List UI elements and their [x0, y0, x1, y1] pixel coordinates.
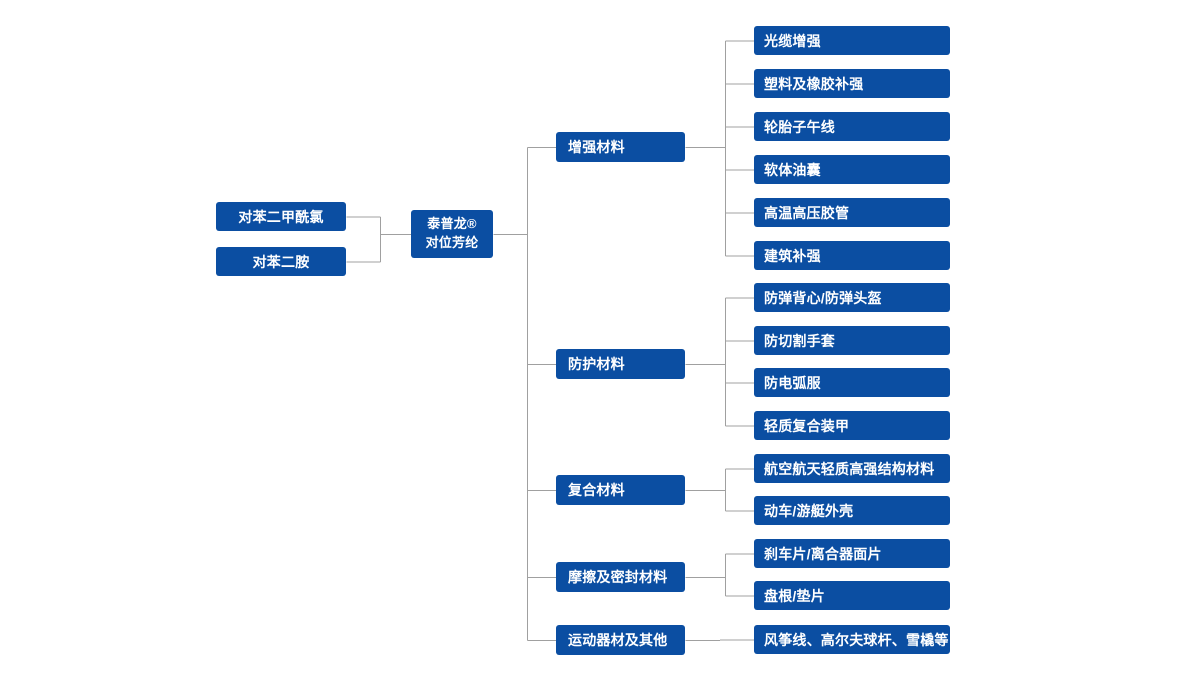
leaf-node-1-6[interactable]: 建筑补强: [754, 241, 950, 270]
leaf-node-4-1[interactable]: 刹车片/离合器面片: [754, 539, 950, 568]
leaf-node-2-4[interactable]: 轻质复合装甲: [754, 411, 950, 440]
leaf-node-2-3-label: 防电弧服: [764, 374, 821, 391]
leaf-node-3-1[interactable]: 航空航天轻质高强结构材料: [754, 454, 950, 483]
leaf-node-5-1[interactable]: 风筝线、高尔夫球杆、雪橇等: [754, 625, 950, 654]
leaf-node-1-2-label: 塑料及橡胶补强: [764, 75, 864, 92]
category-node-1-label: 增强材料: [568, 139, 625, 155]
category-node-4-label: 摩擦及密封材料: [568, 569, 668, 585]
category-node-3[interactable]: 复合材料: [556, 475, 685, 505]
leaf-node-1-2[interactable]: 塑料及橡胶补强: [754, 69, 950, 98]
leaf-node-5-1-label: 风筝线、高尔夫球杆、雪橇等: [764, 631, 949, 648]
leaf-node-1-3[interactable]: 轮胎子午线: [754, 112, 950, 141]
leaf-node-1-3-label: 轮胎子午线: [764, 118, 835, 135]
leaf-node-3-1-label: 航空航天轻质高强结构材料: [764, 460, 935, 477]
leaf-node-4-1-label: 刹车片/离合器面片: [764, 545, 882, 562]
leaf-node-2-1-label: 防弹背心/防弹头盔: [764, 289, 882, 306]
leaf-node-4-2-label: 盘根/垫片: [764, 587, 825, 604]
leaf-node-2-4-label: 轻质复合装甲: [764, 417, 850, 434]
category-node-1[interactable]: 增强材料: [556, 132, 685, 162]
leaf-node-1-6-label: 建筑补强: [764, 247, 821, 264]
leaf-node-1-5-label: 高温高压胶管: [764, 204, 850, 221]
monomer-node-2[interactable]: 对苯二胺: [216, 247, 346, 276]
root-label-line-1: 泰普龙®: [427, 216, 477, 232]
monomer-node-1-label: 对苯二甲酰氯: [238, 208, 324, 225]
leaf-node-4-2[interactable]: 盘根/垫片: [754, 581, 950, 610]
leaf-node-2-2-label: 防切割手套: [764, 332, 835, 349]
leaf-node-2-2[interactable]: 防切割手套: [754, 326, 950, 355]
category-node-2-label: 防护材料: [568, 356, 625, 372]
leaf-node-1-4[interactable]: 软体油囊: [754, 155, 950, 184]
category-node-5-label: 运动器材及其他: [568, 632, 668, 648]
leaf-node-3-2-label: 动车/游艇外壳: [764, 502, 854, 519]
category-node-3-label: 复合材料: [568, 482, 625, 498]
leaf-node-2-1[interactable]: 防弹背心/防弹头盔: [754, 283, 950, 312]
category-5-direct-link: [685, 639, 755, 641]
leaf-node-2-3[interactable]: 防电弧服: [754, 368, 950, 397]
leaf-node-1-5[interactable]: 高温高压胶管: [754, 198, 950, 227]
root-label-line-2: 对位芳纶: [425, 235, 479, 250]
category-node-4[interactable]: 摩擦及密封材料: [556, 562, 685, 592]
leaf-node-3-2[interactable]: 动车/游艇外壳: [754, 496, 950, 525]
leaf-node-1-1-label: 光缆增强: [764, 32, 821, 49]
category-node-5[interactable]: 运动器材及其他: [556, 625, 685, 655]
leaf-node-1-4-label: 软体油囊: [764, 161, 821, 178]
category-node-2[interactable]: 防护材料: [556, 349, 685, 379]
leaf-node-1-1[interactable]: 光缆增强: [754, 26, 950, 55]
monomer-node-1[interactable]: 对苯二甲酰氯: [216, 202, 346, 231]
root-node[interactable]: 泰普龙® 对位芳纶: [411, 210, 493, 258]
monomer-node-2-label: 对苯二胺: [252, 253, 310, 270]
